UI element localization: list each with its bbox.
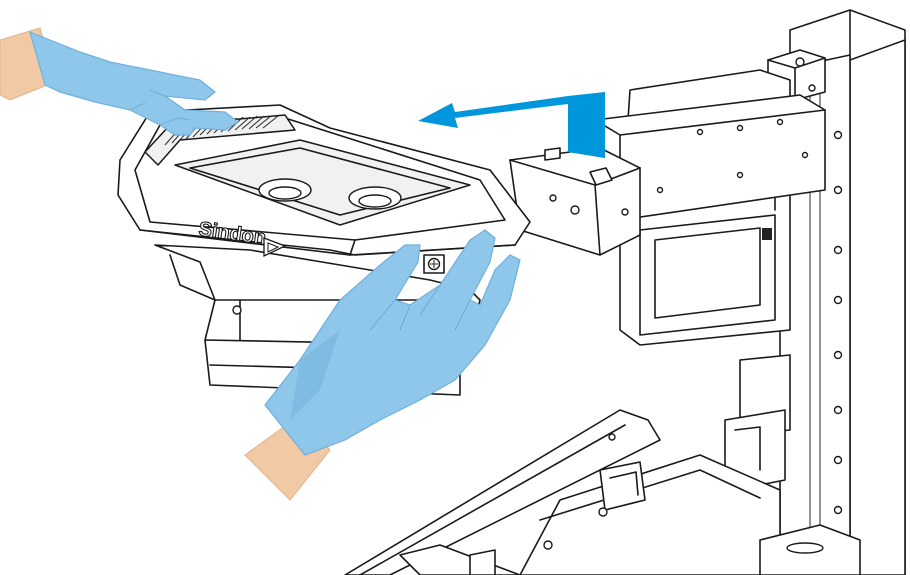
platform-arm (509, 94, 826, 256)
column-screws (833, 130, 843, 515)
screw-icon (423, 254, 445, 274)
base-frame (344, 409, 861, 575)
right-gloved-hand (244, 229, 521, 501)
left-gloved-hand (0, 27, 240, 136)
tank-drain-holes (258, 178, 402, 210)
direction-arrow-icon (418, 92, 605, 158)
